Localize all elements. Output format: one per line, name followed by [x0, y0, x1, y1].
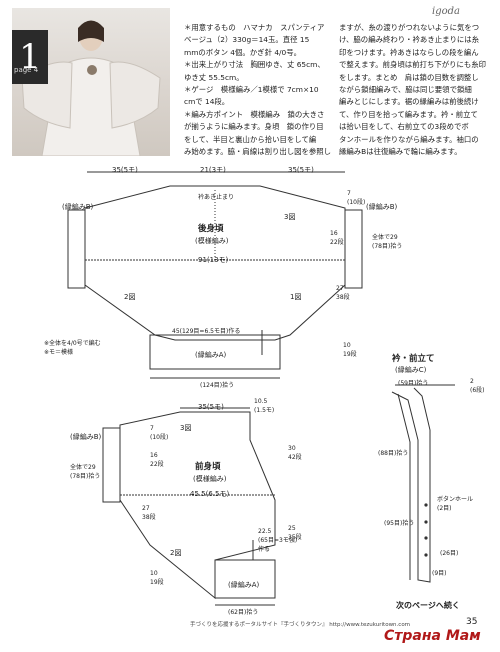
back-side-mid: 16 22段 [330, 230, 344, 246]
collar-title: 衿・前立て [392, 354, 435, 364]
front-left-top: 7 (10段) [150, 425, 169, 441]
back-body-outline [84, 185, 346, 341]
back-subtitle: (模様編み) [195, 237, 229, 245]
front-width-note: 全体で29 (78目)拾う [70, 464, 101, 480]
back-hem-label: (縁編みA) [195, 351, 227, 359]
front-sleeve [102, 427, 121, 503]
collar-count-26: (26目) [440, 550, 459, 557]
collar-mid-pick: (88目)拾う [378, 450, 409, 457]
front-left-low: 27 38段 [142, 505, 156, 521]
instructions-right: ますが、糸の渡りがつれないように気をつ け、脇の編み終わり・衿あき止まりには糸 … [339, 23, 487, 157]
back-title: 後身頃 [198, 224, 224, 234]
back-piece-2: 2図 [124, 293, 136, 301]
collar-count-9: (9目) [432, 570, 447, 577]
instructions-left: ＊用意するもの ハマナカ スパンティア ベージュ（2）330g＝14玉。直径 1… [184, 23, 332, 157]
back-hem-count: 45(129目=6.5モ目)作る [172, 328, 241, 335]
back-top-right-dim: 35(5モ) [288, 166, 314, 174]
front-left-bot: 10 19段 [150, 570, 164, 586]
front-title: 前身頃 [195, 462, 221, 472]
photo-illustration [21, 20, 161, 156]
model-photo [12, 8, 170, 156]
back-side-low: 27 38段 [336, 285, 350, 301]
front-piece-2: 2図 [170, 549, 182, 557]
front-bottom-count: 22.5 (65目=3モ強) 作る [258, 528, 298, 553]
watermark-logo: Страна Мам [384, 628, 481, 644]
back-note: ※全体を4/0号で編む ※モ＝模様 [44, 340, 101, 356]
front-subtitle: (模様編み) [193, 475, 227, 483]
front-left-mid: 16 22段 [150, 452, 164, 468]
collar-subtitle: (縁編みC) [395, 366, 427, 374]
page-number-bottom: 35 [466, 617, 478, 627]
front-body-outline [119, 411, 276, 600]
back-piece-3: 3図 [284, 213, 296, 221]
buttonholes [424, 503, 428, 557]
back-side-top: 7 (10段) [347, 190, 366, 206]
front-hem-label: (縁編みA) [228, 581, 260, 589]
front-sleeve-label: (縁編みB) [70, 433, 102, 441]
collar-outline [391, 387, 431, 583]
back-piece-1: 1図 [290, 293, 302, 301]
front-height-right: 30 42段 [288, 445, 302, 461]
collar-buttonhole: ボタンホール (2目) [437, 496, 474, 512]
back-sleeve-left [67, 209, 86, 289]
front-hem-pick: (62目)拾う [228, 609, 259, 616]
back-sleeve-right [344, 209, 363, 289]
back-width-dim: 91(13モ) [198, 256, 229, 264]
collar-top-pick: (59目)拾う [398, 380, 429, 387]
back-hem-pick: (124目)拾う [200, 382, 235, 389]
back-width-note: 全体で29 (78目)拾う [372, 234, 403, 250]
brand-logo: igoda [432, 6, 460, 17]
back-sleeve-left-label: (縁編みB) [62, 203, 94, 211]
back-side-bot: 10 19段 [343, 342, 357, 358]
back-top-mid-dim: 21(3モ) [200, 166, 226, 174]
portal-footer: 手づくりを応援するポータルサイト『手づくりタウン』 http://www.tez… [190, 622, 411, 628]
back-sleeve-right-label: (縁編みB) [366, 203, 398, 211]
back-top-left-dim: 35(5モ) [112, 166, 138, 174]
front-top-dim: 35(5モ) [198, 403, 224, 411]
back-hem [149, 334, 281, 370]
page-label: page 4 [14, 66, 39, 74]
page-number: 1 [12, 30, 48, 84]
front-width-dim: 45.5(6.5モ) [190, 490, 230, 498]
front-hem [214, 559, 276, 599]
collar-low-pick: (95目)拾う [384, 520, 415, 527]
next-page-note: 次のページへ続く [396, 601, 460, 610]
back-neck-note: 衿あき止まり [198, 194, 235, 201]
front-piece-3: 3図 [180, 424, 192, 432]
collar-top-side: 2 (6段) [470, 378, 485, 394]
front-side-low: 25 35段 [288, 525, 302, 541]
front-top-offset: 10.5 (1.5モ) [254, 398, 275, 414]
